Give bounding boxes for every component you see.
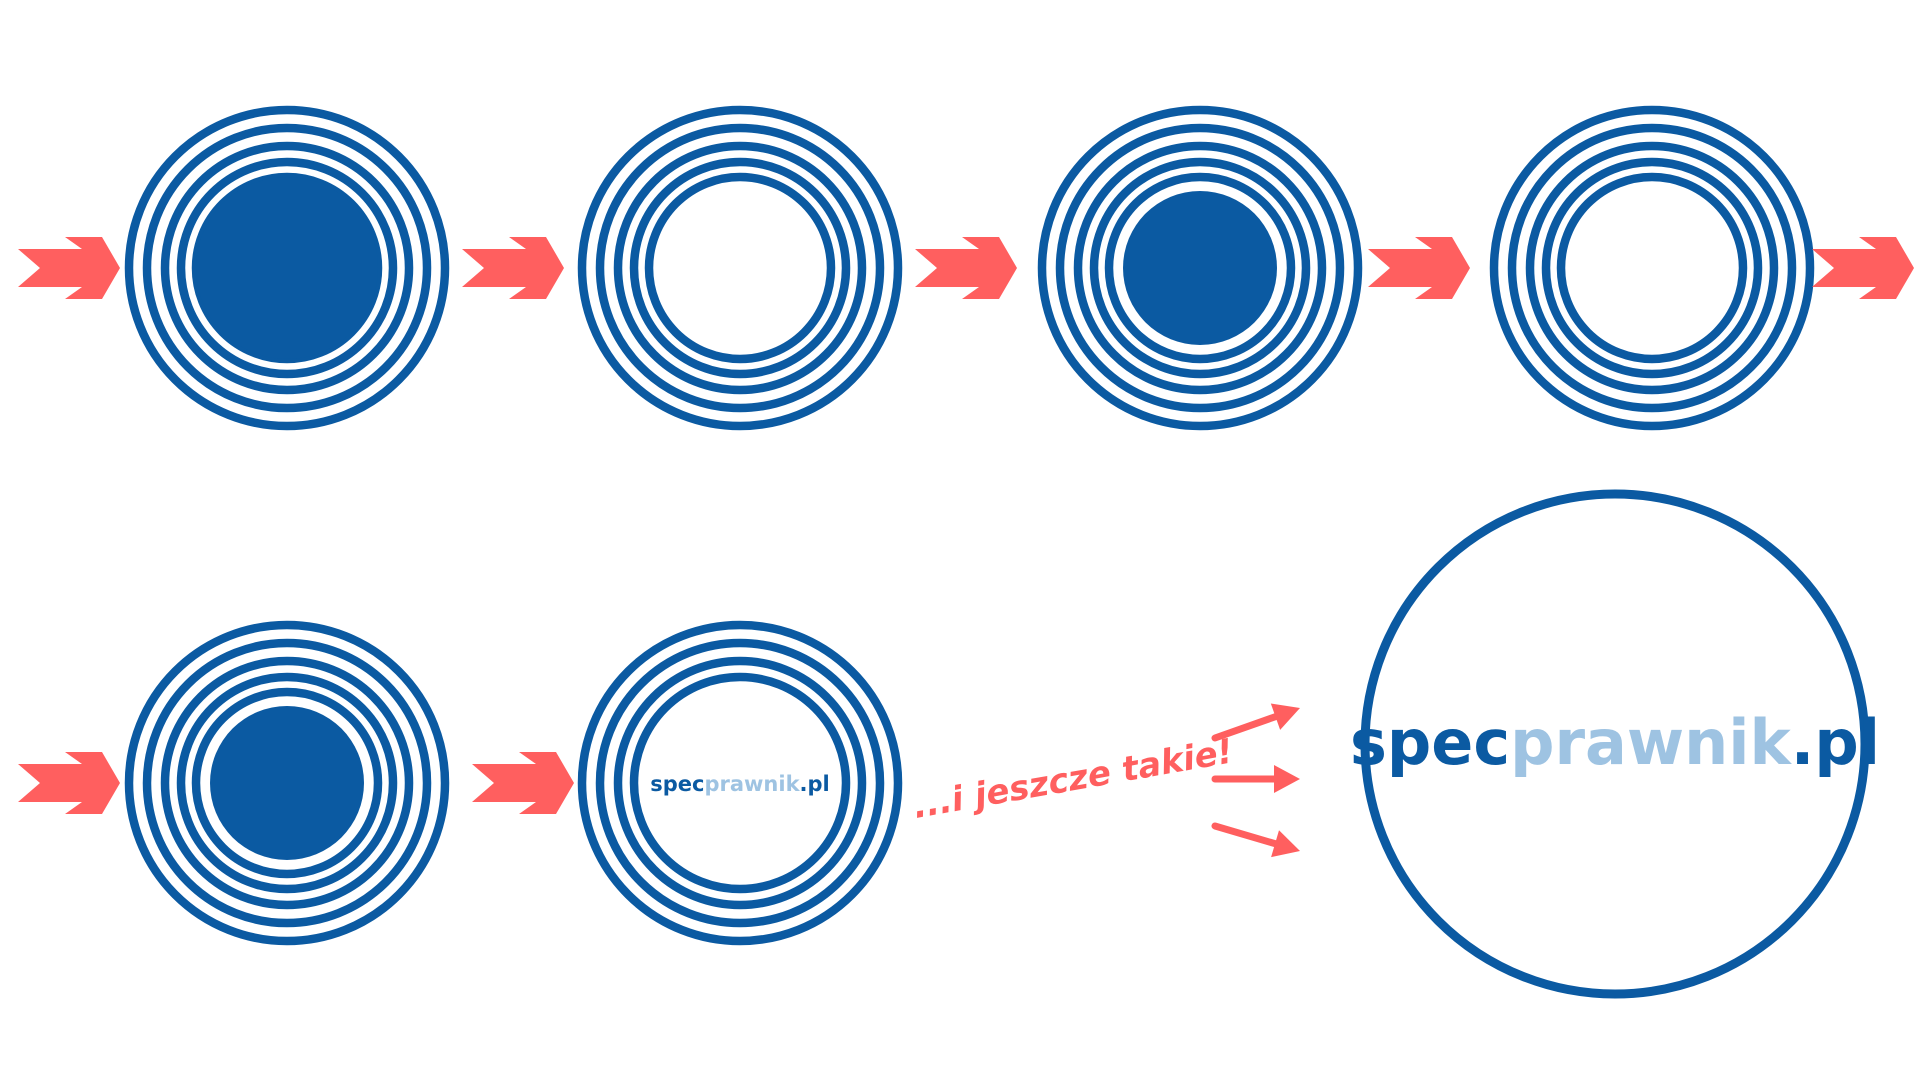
stage-6-ring-1 (577, 620, 903, 946)
logo-small-pl: .pl (800, 772, 830, 796)
stage-2-ring-2 (595, 123, 885, 413)
chevron-arrow-icon-6 (18, 752, 120, 814)
stage-1-ring-4 (176, 157, 398, 379)
thin-arrow-icon-3 (1211, 822, 1300, 858)
stage-5-ring-5 (191, 687, 383, 879)
logo-large: specprawnik.pl (1350, 706, 1880, 779)
logo-large-prawnik: prawnik (1510, 706, 1792, 779)
stage-2-ring-5 (644, 172, 836, 364)
stage-5 (124, 620, 450, 946)
stage-6-ring-2 (595, 638, 885, 928)
stage-1-ring-1 (124, 105, 450, 431)
stage-2 (577, 105, 903, 431)
stage-5-ring-4 (176, 672, 398, 894)
stage-3 (1037, 105, 1363, 431)
stage-2-ring-1 (577, 105, 903, 431)
chevron-arrow-icon-5 (1812, 237, 1914, 299)
stage-5-filled-center (210, 706, 364, 860)
stage-6-ring-3 (613, 656, 867, 910)
caption-text: ...i jeszcze takie! (910, 731, 1236, 827)
stage-4-ring-4 (1541, 157, 1763, 379)
logo-small-spec: spec (650, 772, 704, 796)
thin-arrow-icon-2 (1211, 765, 1300, 793)
stage-7 (1360, 489, 1870, 999)
stage-1-ring-3 (160, 141, 414, 395)
stage-1 (124, 105, 450, 431)
chevron-arrow-icon-4 (1368, 237, 1470, 299)
stage-6-ring-4 (629, 672, 851, 894)
stage-4-ring-2 (1507, 123, 1797, 413)
stage-3-filled-center (1123, 191, 1277, 345)
stage-5-ring-1 (124, 620, 450, 946)
chevron-arrow-icon-3 (915, 237, 1017, 299)
chevron-arrow-icon-2 (462, 237, 564, 299)
chevron-arrow-icon-7 (472, 752, 574, 814)
stage-6 (577, 620, 903, 946)
stage-3-ring-3 (1073, 141, 1327, 395)
stage-5-ring-2 (142, 638, 432, 928)
stage-1-ring-2 (142, 123, 432, 413)
stage-5-ring-3 (160, 656, 414, 910)
stage-1-filled-center (196, 177, 378, 359)
chevron-arrow-icon-1 (18, 237, 120, 299)
stage-4 (1489, 105, 1815, 431)
stage-3-ring-2 (1055, 123, 1345, 413)
arrows-layer (18, 237, 1914, 858)
stage-3-ring-5 (1104, 172, 1296, 364)
stage-2-ring-3 (613, 141, 867, 395)
rings-layer (124, 105, 1870, 999)
stage-4-ring-3 (1525, 141, 1779, 395)
stage-3-ring-4 (1089, 157, 1311, 379)
logo-small: specprawnik.pl (650, 772, 830, 796)
stage-2-ring-4 (629, 157, 851, 379)
stage-4-ring-5 (1556, 172, 1748, 364)
logo-large-spec: spec (1350, 706, 1510, 779)
stage-7-ring-1 (1360, 489, 1870, 999)
logo-small-prawnik: prawnik (704, 772, 800, 796)
stage-3-ring-1 (1037, 105, 1363, 431)
stage-4-ring-1 (1489, 105, 1815, 431)
logo-large-pl: .pl (1791, 706, 1880, 779)
thin-arrow-icon-1 (1211, 703, 1300, 742)
